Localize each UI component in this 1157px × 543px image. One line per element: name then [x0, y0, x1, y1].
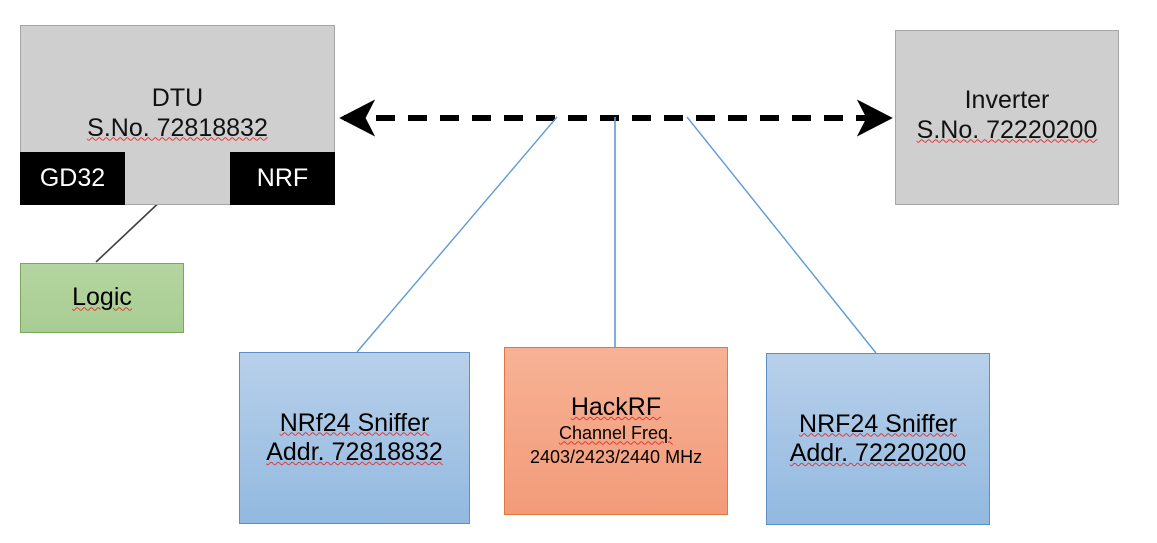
inverter-serial: S.No. 72220200 — [917, 116, 1098, 146]
sniffer-left-address-row: Addr. 72818832 — [266, 438, 443, 468]
sniffer-left-address: Addr. 72818832 — [266, 438, 443, 466]
gd32-label: GD32 — [39, 163, 106, 192]
nrf-label: NRF — [256, 163, 309, 192]
tap-line-sniffer-left — [356, 116, 558, 353]
dtu-serial-text: S.No. 72818832 — [87, 113, 268, 142]
hackrf-sub-label: Channel Freq. — [558, 423, 674, 444]
inverter-label: Inverter — [964, 86, 1050, 114]
sniffer-right-address-row: Addr. 72220200 — [790, 439, 967, 469]
dtu-label: DTU — [151, 84, 204, 112]
node-nrf[interactable]: NRF — [230, 152, 335, 205]
node-inverter[interactable]: Inverter S.No. 72220200 — [895, 30, 1119, 205]
sniffer-right-address: Addr. 72220200 — [789, 439, 967, 467]
dtu-serial: S.No. 72818832 — [87, 114, 268, 144]
sniffer-right-label: NRF24 Sniffer — [799, 409, 957, 438]
node-logic[interactable]: Logic — [20, 263, 184, 333]
inverter-serial-text: S.No. 72220200 — [916, 115, 1098, 144]
sniffer-right-label-row: NRF24 Sniffer — [799, 410, 957, 440]
hackrf-frequencies: 2403/2423/2440 MHz — [529, 446, 703, 467]
node-hackrf[interactable]: HackRF Channel Freq. 2403/2423/2440 MHz — [504, 347, 728, 515]
hackrf-title-row: HackRF — [571, 393, 661, 423]
logic-label: Logic — [72, 283, 132, 312]
node-sniffer-left[interactable]: NRf24 Sniffer Addr. 72818832 — [239, 352, 470, 524]
hackrf-sub-row: Channel Freq. — [559, 422, 673, 445]
tap-line-sniffer-right — [686, 116, 877, 354]
hackrf-label: HackRF — [570, 392, 662, 421]
node-gd32[interactable]: GD32 — [20, 152, 125, 205]
sniffer-left-label: NRf24 Sniffer — [279, 408, 430, 437]
node-sniffer-right[interactable]: NRF24 Sniffer Addr. 72220200 — [766, 353, 990, 525]
sniffer-left-label-row: NRf24 Sniffer — [280, 409, 430, 439]
